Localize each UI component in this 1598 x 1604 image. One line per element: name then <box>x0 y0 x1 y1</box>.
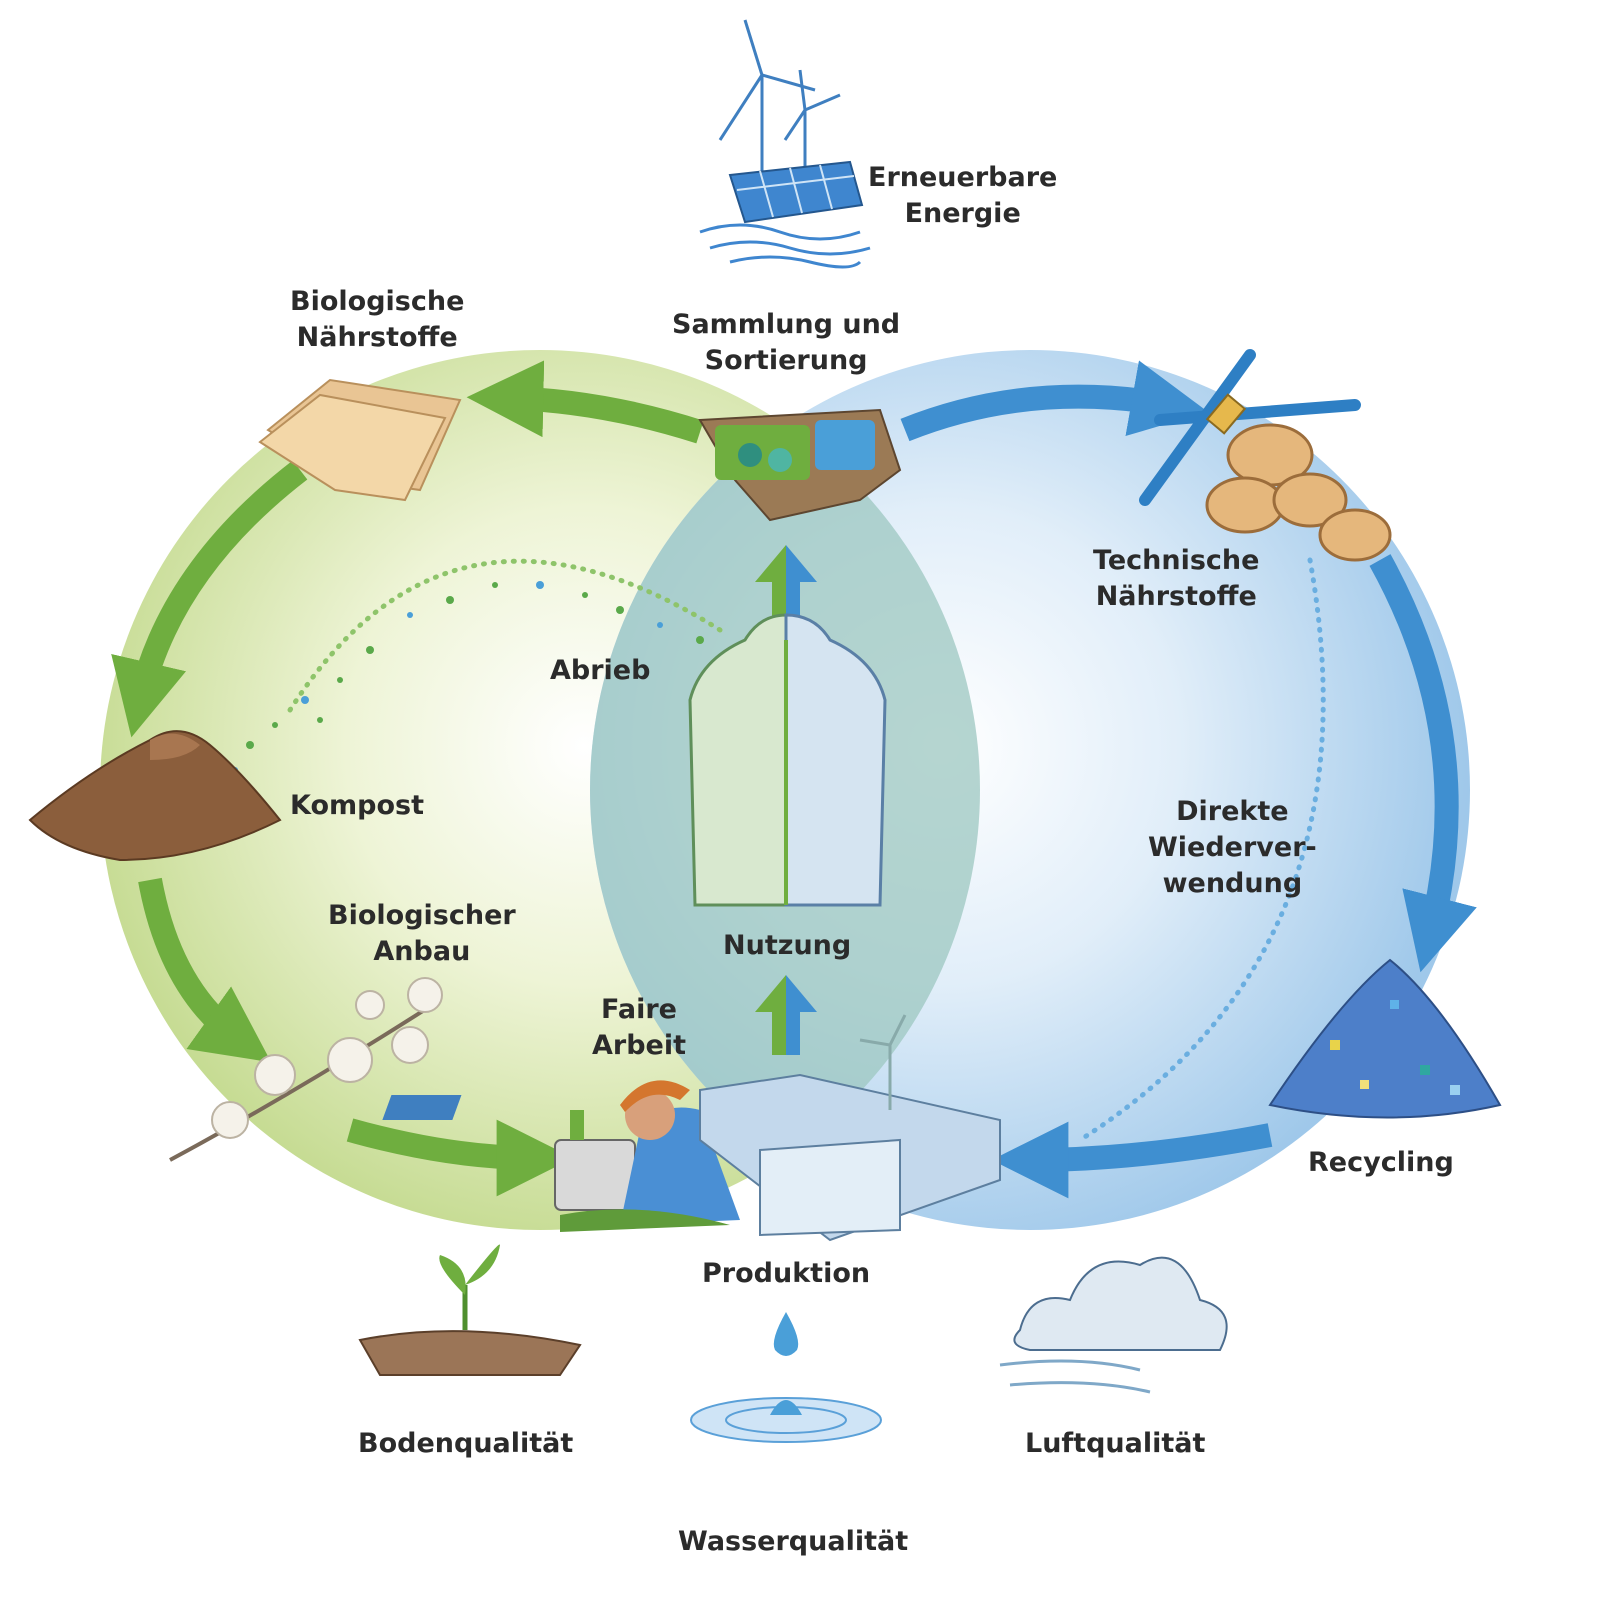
compost-heap-icon <box>28 730 282 862</box>
label-luftqualitaet: Luftqualität <box>1025 1428 1206 1459</box>
label-recycling: Recycling <box>1308 1147 1454 1178</box>
label-biologische-naehrstoffe: Biologische Nährstoffe <box>290 286 465 353</box>
label-erneuerbare-energie: Erneuerbare Energie <box>868 162 1058 229</box>
water-waves-icon <box>699 223 871 269</box>
factory-icon <box>382 1014 1001 1242</box>
label-kompost: Kompost <box>290 790 424 821</box>
cotton-branch-icon <box>169 977 443 1162</box>
jacket-icon <box>688 613 887 907</box>
label-sammlung-und-sortierung: Sammlung und Sortierung <box>672 309 901 376</box>
label-technische-naehrstoffe: Technische Nährstoffe <box>1093 545 1260 612</box>
label-wasserqualitaet: Wasserqualität <box>678 1526 909 1557</box>
arrow-produktion-to-nutzung <box>755 975 817 1055</box>
water-drop-icon <box>690 1312 882 1443</box>
label-biologischer-anbau: Biologischer Anbau <box>328 900 516 967</box>
seedling-icon <box>358 1244 582 1376</box>
solar-panel-icon <box>728 160 864 224</box>
zipper-icon <box>1139 349 1361 506</box>
buttons-icon <box>1205 423 1392 562</box>
label-nutzung: Nutzung <box>723 930 852 961</box>
arrow-biological-to-kompost <box>111 460 308 738</box>
fabric-sheets-icon <box>258 378 462 502</box>
sorting-box-icon <box>698 408 902 522</box>
abrieb-dotted-path <box>287 558 723 713</box>
label-produktion: Produktion <box>702 1258 871 1289</box>
zipper-slider-icon <box>1205 393 1247 435</box>
arrow-kompost-to-anbau <box>138 877 272 1063</box>
wind-turbine-icon <box>718 19 841 175</box>
cloud-icon <box>999 1256 1228 1394</box>
arrow-nutzung-to-sammlung <box>755 545 817 625</box>
label-bodenqualitaet: Bodenqualität <box>358 1428 574 1459</box>
arrow-sammlung-to-technical <box>900 360 1208 442</box>
label-faire-arbeit: Faire Arbeit <box>592 994 687 1061</box>
recycling-pile-icon <box>1268 958 1502 1119</box>
seamstress-icon <box>554 1080 740 1232</box>
arrow-technical-to-recycling <box>1369 554 1477 973</box>
arrow-recycling-to-produktion <box>991 1121 1273 1199</box>
label-direkte-wiederverwendung: Direkte Wiederver- wendung <box>1148 796 1317 899</box>
abrieb-particles <box>232 581 704 773</box>
arrow-anbau-to-produktion <box>346 1118 574 1197</box>
arrow-sammlung-to-biological <box>466 360 704 444</box>
label-abrieb: Abrieb <box>550 655 651 686</box>
direkte-wiederverwendung-dotted-path <box>1077 557 1326 1143</box>
